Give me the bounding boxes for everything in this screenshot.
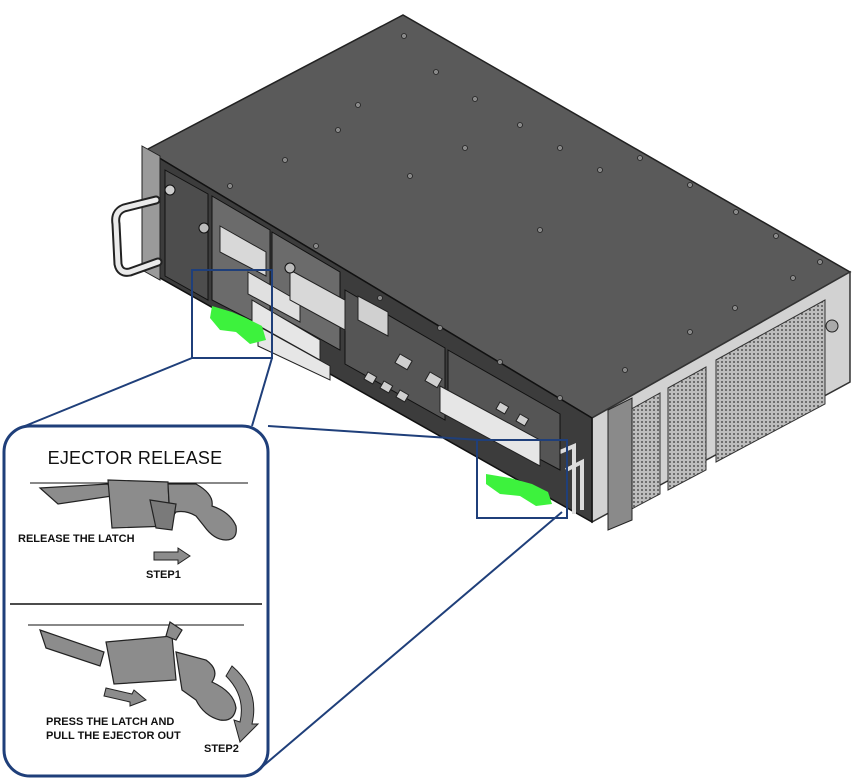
left-rack-ear	[141, 145, 161, 281]
step1-arrow	[153, 547, 191, 565]
left-zoom-box	[191, 269, 273, 359]
step2-instruction-line2: PULL THE EJECTOR OUT	[46, 730, 181, 742]
step1-instruction: RELEASE THE LATCH	[18, 533, 135, 545]
step2-label: STEP2	[204, 743, 239, 755]
callout-title: EJECTOR RELEASE	[47, 448, 223, 468]
left-ejector-highlight	[210, 306, 266, 344]
right-rack-ear	[607, 397, 633, 531]
step1-ejector-illustration	[38, 479, 237, 541]
step2-push-arrow	[103, 687, 147, 707]
callout-leader-lines	[19, 357, 563, 773]
step2-instruction-line1: PRESS THE LATCH AND	[46, 716, 175, 728]
right-ejector-highlight	[486, 474, 552, 506]
top-screws	[227, 33, 823, 401]
step2-ejector-illustration	[39, 621, 237, 721]
right-ejector-handles	[559, 442, 584, 514]
step2-pull-arrow	[225, 665, 260, 743]
right-zoom-box	[476, 439, 568, 519]
step1-label: STEP1	[146, 569, 181, 581]
ground-screw	[825, 319, 839, 333]
step2-instruction: PRESS THE LATCH AND PULL THE EJECTOR OUT	[46, 715, 181, 743]
side-vent-grilles	[625, 299, 826, 513]
